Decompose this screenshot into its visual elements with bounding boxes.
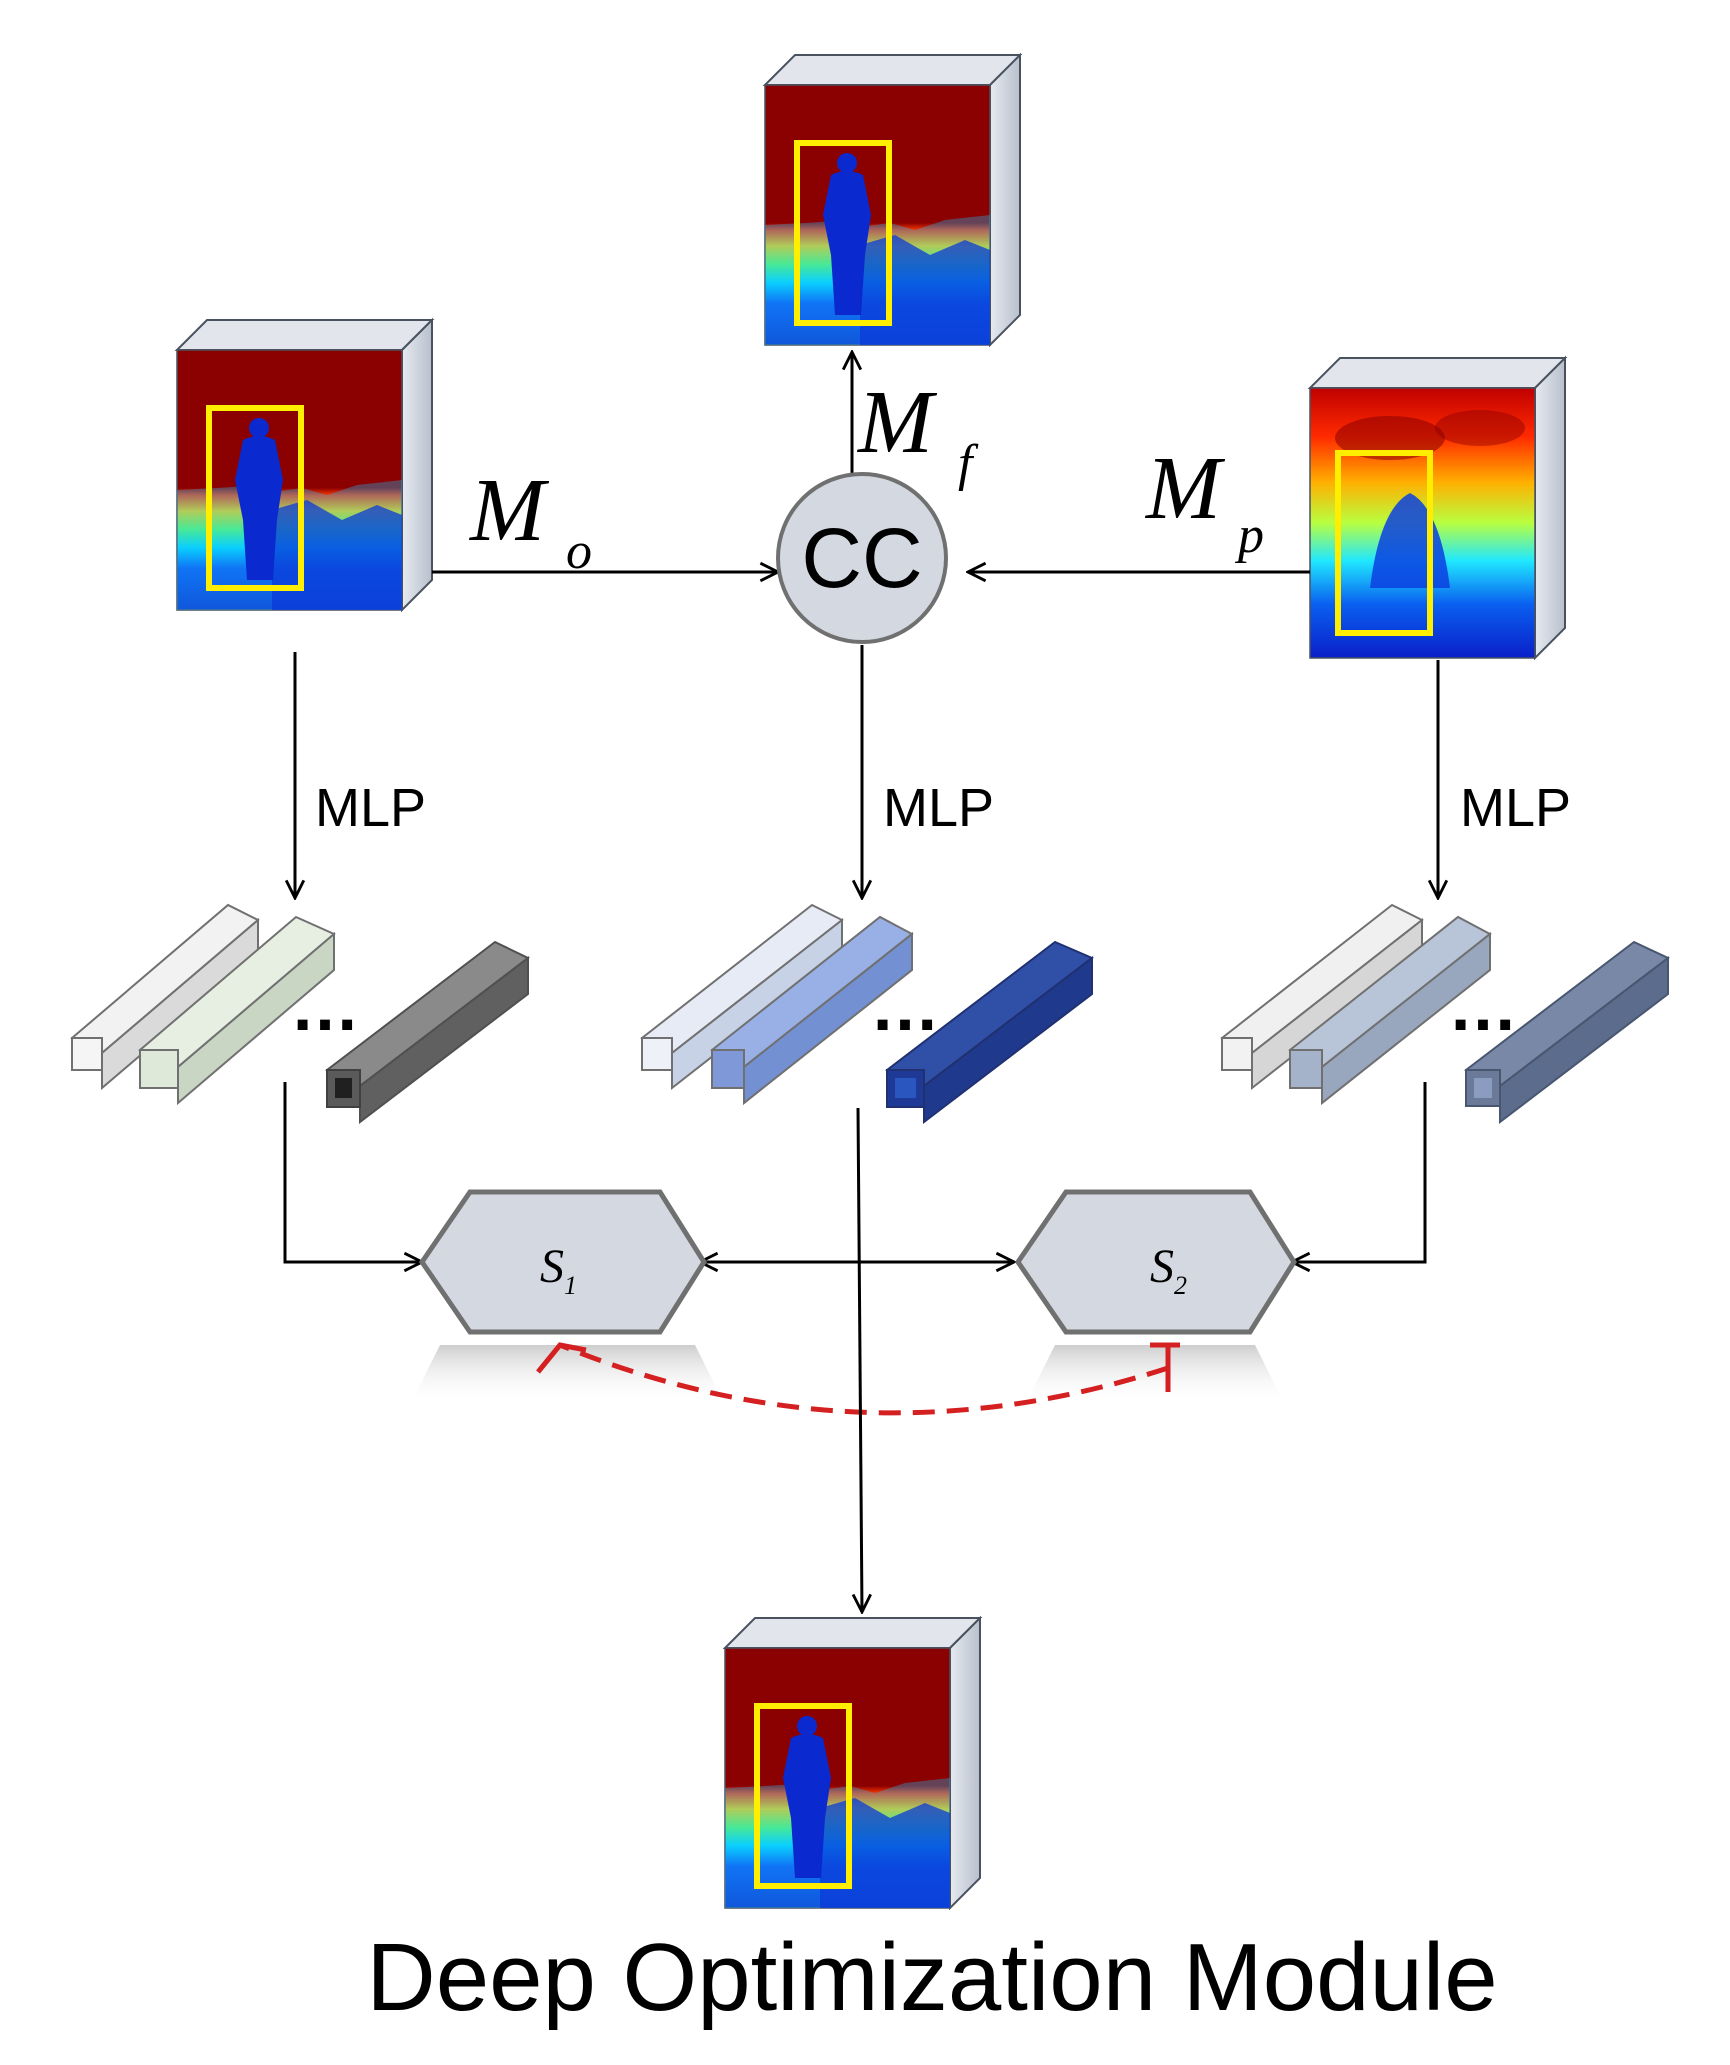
center-feature-bars: … <box>640 903 1094 1125</box>
svg-text:p: p <box>1234 507 1264 564</box>
similarity-node-s2: S 2 <box>1014 1189 1297 1335</box>
fused-depth-map-block <box>765 55 1020 345</box>
s1-label: S <box>540 1240 564 1293</box>
diagram-caption: Deep Optimization Module <box>366 1924 1497 2031</box>
feature-bar <box>1464 940 1670 1125</box>
original-depth-map-block <box>177 320 432 610</box>
s2-label: S <box>1150 1240 1174 1293</box>
svg-text:o: o <box>566 523 592 580</box>
s2-subscript: 2 <box>1174 1271 1187 1300</box>
ellipsis-center: … <box>870 967 940 1045</box>
edge-left-to-s1 <box>283 1082 422 1262</box>
feature-bar <box>1288 915 1492 1106</box>
svg-text:f: f <box>958 435 979 492</box>
mlp-label-center: MLP <box>883 778 994 838</box>
svg-text:M: M <box>468 461 550 560</box>
right-feature-bars: … <box>1220 903 1670 1125</box>
label-m-p: M p <box>1144 439 1264 564</box>
feedback-arrowhead-s1 <box>536 1342 587 1374</box>
concat-node: CC <box>776 472 948 644</box>
predicted-depth-map-block <box>1307 355 1568 661</box>
feature-bar <box>640 903 844 1091</box>
ellipsis-right: … <box>1448 967 1518 1045</box>
feature-bar <box>138 915 336 1106</box>
ellipsis-left: … <box>290 967 360 1045</box>
left-feature-bars: … <box>70 903 530 1125</box>
label-m-f: M f <box>856 373 979 492</box>
edge-right-to-s2 <box>1292 1082 1427 1262</box>
similarity-node-s1: S 1 <box>418 1189 707 1335</box>
concat-label: CC <box>801 511 922 605</box>
svg-text:M: M <box>1144 439 1226 538</box>
mlp-label-left: MLP <box>315 778 426 838</box>
feature-bar <box>710 915 914 1106</box>
optimized-depth-map-block <box>725 1618 980 1908</box>
feature-bar <box>885 940 1094 1125</box>
edge-center-to-output <box>858 1107 862 1612</box>
mlp-label-right: MLP <box>1460 778 1571 838</box>
feedback-arc <box>559 1342 1169 1416</box>
label-m-o: M o <box>468 461 592 580</box>
s1-subscript: 1 <box>564 1271 577 1300</box>
feature-bar <box>325 940 530 1125</box>
svg-text:M: M <box>856 373 938 472</box>
